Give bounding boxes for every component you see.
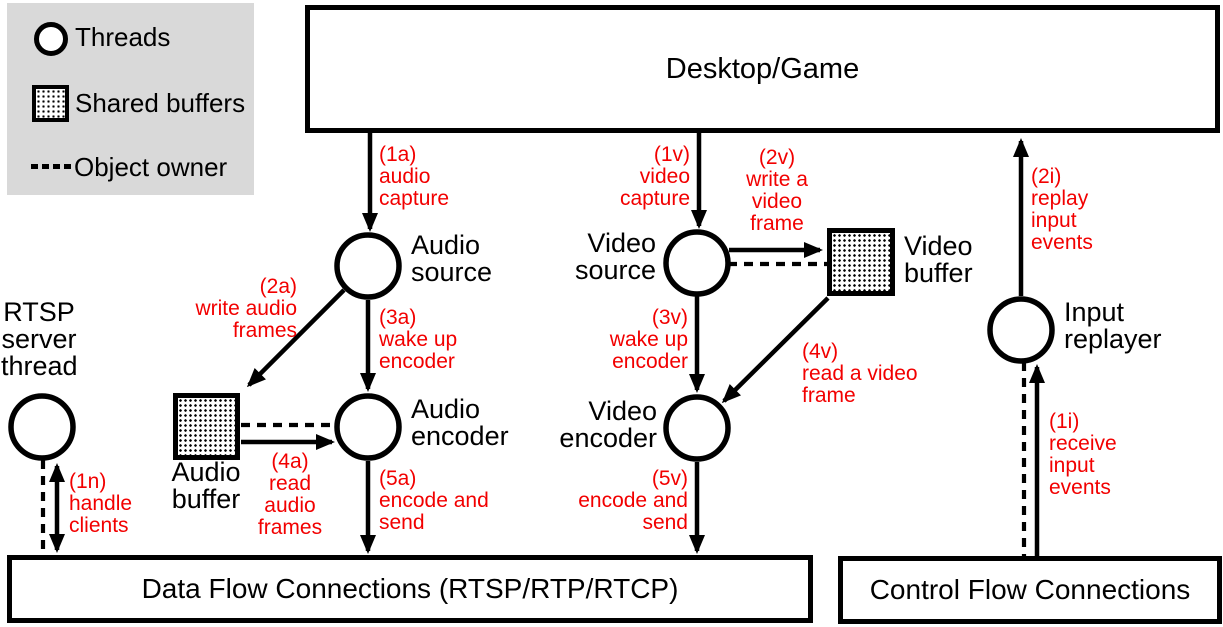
edge-label-4v-read-video-frame: (4v) read a video frame — [802, 340, 918, 407]
video-encoder-label: Video encoder — [559, 396, 657, 453]
rtsp-server-thread-circle — [8, 393, 76, 461]
audio-source-label: Audio source — [411, 230, 493, 287]
edge-2a-write-audio-frames-arrow — [246, 288, 346, 388]
rtsp-server-thread-label: RTSP server thread — [1, 297, 78, 381]
audio-buffer-label: Audio buffer — [171, 457, 241, 514]
legend-threads-label: Threads — [75, 22, 171, 52]
audio-encoder-label: Audio encoder — [411, 394, 509, 451]
audio-buffer-square — [173, 393, 240, 460]
object-owner-dash-icon — [31, 164, 71, 169]
desktop-game-label: Desktop/Game — [665, 52, 860, 85]
edge-4v-read-video-frame-arrow — [721, 296, 830, 404]
data-flow-connections-label: Data Flow Connections (RTSP/RTP/RTCP) — [141, 573, 679, 604]
input-replayer-label: Input replayer — [1064, 297, 1162, 354]
edge-label-4a-read-audio-frames: (4a) read audio frames — [257, 450, 323, 539]
desktop-game-box: Desktop/Game — [305, 5, 1220, 133]
control-flow-connections-label: Control Flow Connections — [869, 574, 1191, 605]
edge-label-5a-encode-and-send: (5a) encode and send — [379, 467, 489, 534]
edge-label-3a-wake-up-encoder: (3a) wake up encoder — [379, 306, 458, 373]
edge-label-2a-write-audio-frames: (2a) write audio frames — [195, 275, 297, 342]
data-flow-connections-box: Data Flow Connections (RTSP/RTP/RTCP) — [7, 555, 813, 623]
input-replayer-thread-circle — [987, 296, 1055, 364]
edge-label-2v-write-video-frame: (2v) write a video frame — [746, 146, 808, 235]
thread-circle-icon — [34, 22, 68, 56]
legend-shared-buffers-label: Shared buffers — [75, 88, 246, 118]
shared-buffer-icon — [32, 85, 69, 122]
edge-label-1n-handle-clients: (1n) handle clients — [69, 470, 133, 537]
video-encoder-thread-circle — [663, 394, 731, 462]
edge-label-3v-wake-up-encoder: (3v) wake up encoder — [609, 306, 688, 373]
edge-label-1i-receive-input-events: (1i) receive input events — [1049, 410, 1117, 499]
video-buffer-label: Video buffer — [904, 231, 973, 288]
video-source-label: Video source — [574, 228, 656, 285]
control-flow-connections-box: Control Flow Connections — [838, 556, 1222, 624]
legend-object-owner-label: Object owner — [74, 152, 228, 182]
audio-encoder-thread-circle — [334, 393, 402, 461]
edge-label-1v-video-capture: (1v) video capture — [619, 143, 690, 210]
video-buffer-square — [827, 228, 895, 296]
audio-source-thread-circle — [334, 232, 402, 300]
video-source-thread-circle — [663, 229, 731, 297]
edge-label-1a-audio-capture: (1a) audio capture — [379, 143, 450, 210]
edge-label-5v-encode-and-send: (5v) encode and send — [578, 467, 688, 534]
edge-label-2i-replay-input-events: (2i) replay input events — [1031, 165, 1093, 254]
legend: Threads Shared buffers Object owner — [7, 3, 254, 195]
